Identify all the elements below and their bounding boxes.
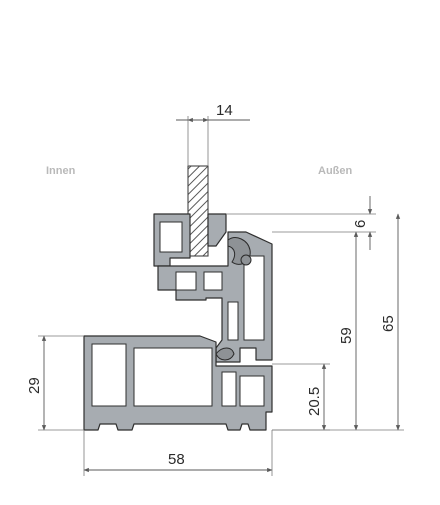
dimension-total-height: 65	[272, 213, 404, 431]
dimension-frame-height-value: 29	[26, 377, 43, 394]
dimension-sash-height: 59	[338, 231, 359, 431]
dimension-glass-thickness-value: 14	[216, 102, 233, 119]
glass-pane	[187, 165, 209, 257]
dimension-outer-height-value: 20.5	[306, 387, 323, 416]
dimension-frame-depth-value: 58	[168, 451, 185, 468]
gaskets	[215, 237, 252, 361]
dimension-glass-thickness: 14	[176, 102, 250, 166]
outside-label: Außen	[318, 165, 353, 177]
frame-profile	[83, 335, 273, 431]
dimension-outer-height: 20.5	[272, 363, 330, 431]
dimension-frame-height: 29	[26, 335, 84, 431]
dimension-bead-overlap: 6	[226, 196, 376, 250]
dimension-total-height-value: 65	[380, 315, 397, 332]
inside-label: Innen	[46, 165, 76, 177]
dimension-frame-depth: 58	[83, 451, 273, 473]
glazing-bead	[153, 213, 227, 267]
dimension-bead-overlap-value: 6	[352, 220, 369, 228]
dimension-sash-height-value: 59	[338, 327, 355, 344]
